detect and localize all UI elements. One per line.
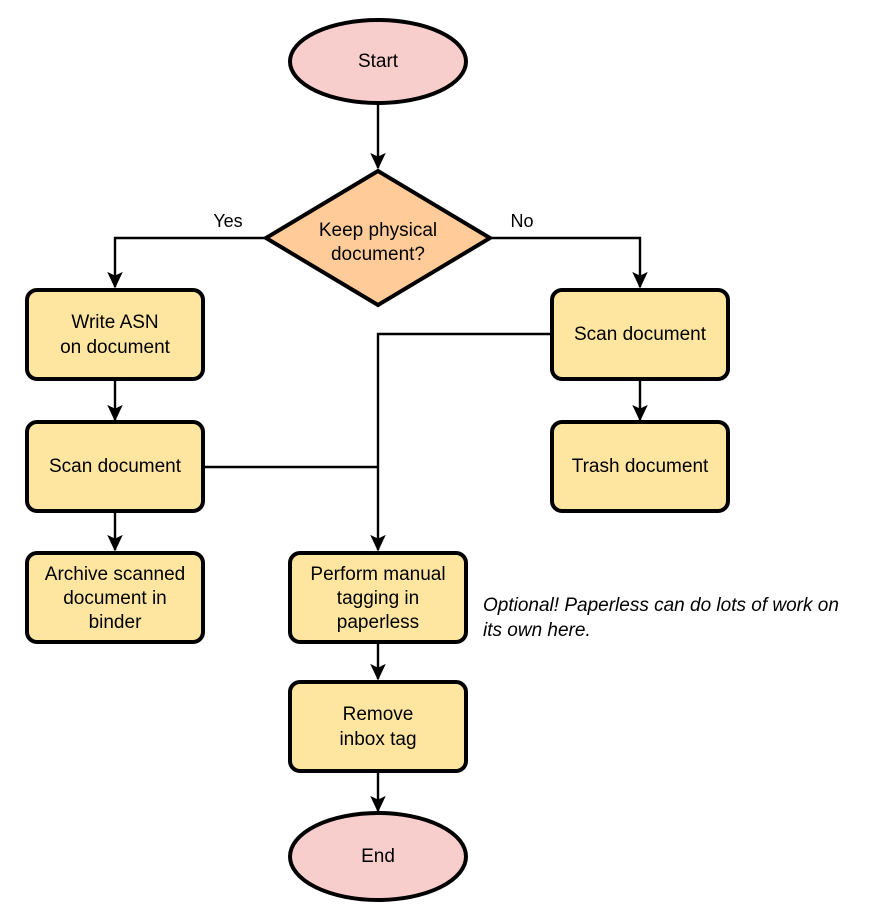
start-label: Start [358, 51, 399, 72]
start-ellipse [288, 18, 468, 105]
decision-label-line1: Keep physical [319, 220, 437, 241]
node-scan-document-left[interactable]: Scan document [25, 420, 205, 513]
scan-right-label: Scan document [574, 324, 707, 345]
node-trash-document[interactable]: Trash document [550, 420, 730, 513]
node-perform-manual-tagging[interactable]: Perform manual tagging in paperless [288, 551, 468, 644]
remove-inbox-box [288, 680, 468, 773]
edge-label-yes: Yes [213, 211, 242, 231]
edge-label-no: No [510, 211, 533, 231]
tagging-label-line1: Perform manual [310, 564, 445, 585]
end-label: End [361, 846, 395, 867]
annotation-line1: Optional! Paperless can do lots of work … [483, 595, 839, 616]
edge-decision-no-to-scan-right [490, 236, 648, 289]
edge-scan-right-to-tagging [370, 332, 552, 552]
node-end[interactable]: End [288, 811, 468, 902]
decision-label-line2: document? [331, 244, 425, 265]
tagging-label-line2: tagging in [337, 588, 419, 609]
write-asn-label-line1: Write ASN [71, 312, 158, 333]
node-decision-keep-physical-document[interactable]: Keep physical document? [262, 168, 494, 308]
scan-left-box [25, 420, 205, 513]
node-start[interactable]: Start [288, 18, 468, 105]
write-asn-label-line2: on document [60, 337, 171, 358]
write-asn-box [25, 288, 205, 381]
node-archive-scanned-document[interactable]: Archive scanned document in binder [25, 551, 205, 644]
archive-box [25, 551, 205, 644]
node-remove-inbox-tag[interactable]: Remove inbox tag [288, 680, 468, 773]
edge-decision-yes-to-write-asn [107, 236, 265, 289]
tagging-box [288, 551, 468, 644]
scan-right-box [550, 288, 730, 381]
archive-label-line1: Archive scanned [45, 564, 185, 585]
tagging-label-line3: paperless [337, 612, 419, 633]
remove-inbox-label-line1: Remove [343, 704, 414, 725]
scan-left-label: Scan document [49, 456, 182, 477]
annotation-note: Optional! Paperless can do lots of work … [483, 595, 839, 641]
trash-box [550, 420, 730, 513]
decision-diamond [262, 168, 494, 308]
trash-label: Trash document [572, 456, 709, 477]
archive-label-line2: document in [63, 588, 167, 609]
node-write-asn[interactable]: Write ASN on document [25, 288, 205, 381]
archive-label-line3: binder [89, 612, 142, 633]
remove-inbox-label-line2: inbox tag [339, 729, 416, 750]
annotation-line2: its own here. [483, 620, 591, 641]
end-ellipse [288, 811, 468, 902]
node-scan-document-right[interactable]: Scan document [550, 288, 730, 381]
